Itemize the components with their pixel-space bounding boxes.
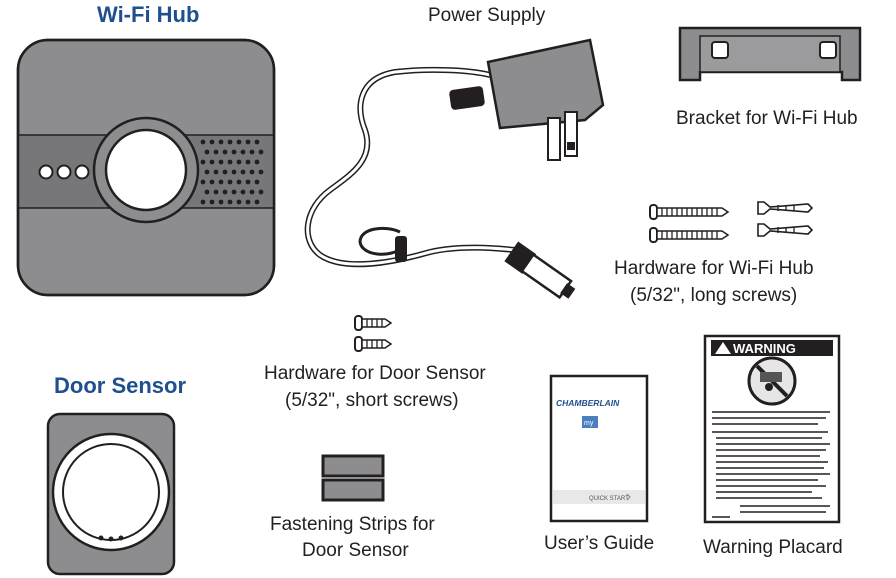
short-screw [354, 336, 393, 352]
wall-anchor [757, 201, 814, 215]
long-screw [649, 227, 730, 243]
placard-fine-print [712, 411, 830, 518]
sensor-indicator-dots [98, 535, 124, 542]
users-guide-label: User’s Guide [544, 533, 655, 554]
warning-placard: WARNING [703, 334, 841, 524]
guide-footer: QUICK START [589, 496, 629, 502]
power-supply-device [304, 38, 605, 300]
fastening-strips [321, 454, 385, 502]
sensor-hardware [354, 315, 393, 352]
users-guide-booklet: CHAMBERLAIN my QUICK START [549, 374, 649, 523]
power-supply-label: Power Supply [428, 5, 546, 26]
bracket-device [678, 26, 862, 82]
strips-label-line1: Fastening Strips for [270, 514, 435, 535]
hub-hardware [649, 201, 814, 243]
wall-anchor [757, 223, 814, 237]
warning-placard-label: Warning Placard [703, 537, 843, 558]
guide-logo: my [584, 420, 594, 427]
short-screw [354, 315, 393, 331]
door-sensor-device [46, 412, 176, 576]
sensor-hardware-label-line1: Hardware for Door Sensor [264, 363, 486, 384]
door-sensor-title: Door Sensor [54, 373, 187, 398]
hub-hardware-label-line1: Hardware for Wi-Fi Hub [614, 258, 814, 279]
wifi-hub-device [16, 38, 276, 297]
hub-status-lights [38, 164, 90, 180]
strips-label-line2: Door Sensor [302, 540, 409, 561]
wifi-hub-title: Wi-Fi Hub [97, 2, 200, 27]
bracket-label: Bracket for Wi-Fi Hub [676, 108, 858, 129]
hub-speaker-grille [200, 139, 264, 205]
long-screw [649, 204, 730, 220]
sensor-hardware-label-line2: (5/32", short screws) [285, 390, 459, 411]
guide-brand: CHAMBERLAIN [556, 398, 620, 408]
hub-hardware-label-line2: (5/32", long screws) [630, 285, 798, 306]
placard-header: WARNING [733, 341, 796, 356]
